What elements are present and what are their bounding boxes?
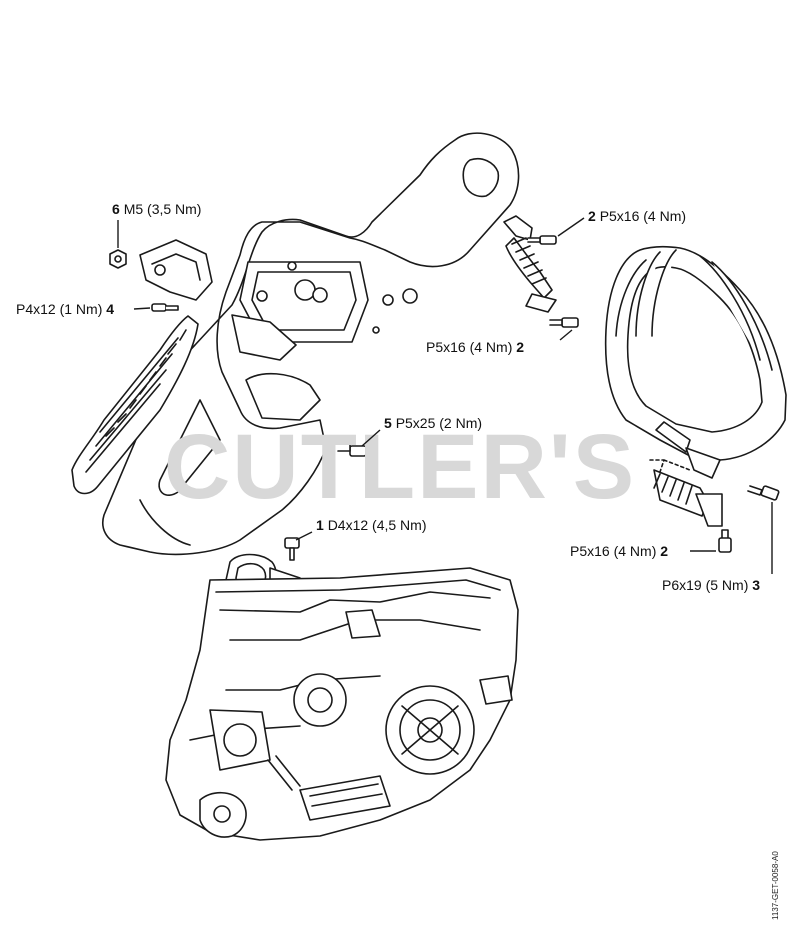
callout-number: 1 <box>316 517 324 533</box>
callout-3: P6x19 (5 Nm) 3 <box>662 577 760 593</box>
p5x16-screw-upper <box>527 235 557 245</box>
callout-1: 1 D4x12 (4,5 Nm) <box>316 517 427 533</box>
callout-label: P6x19 (5 Nm) <box>662 577 749 593</box>
m5-nut <box>109 249 127 269</box>
side-rail <box>71 315 199 495</box>
p5x16-screw-lower <box>549 317 579 328</box>
callout-number: 2 <box>660 543 669 559</box>
document-id: 1137-GET-0058-A0 <box>771 851 780 920</box>
callout-number: 5 <box>384 415 392 431</box>
d4x12-screw <box>284 537 300 561</box>
callout-label: P5x25 (2 Nm) <box>395 415 483 431</box>
watermark-text: CUTLER'S <box>164 422 636 512</box>
callout-number: 4 <box>106 301 115 317</box>
callout-2-rear-lower: P5x16 (4 Nm) 2 <box>426 339 524 355</box>
callout-5: 5 P5x25 (2 Nm) <box>384 415 482 431</box>
callout-label: D4x12 (4,5 Nm) <box>327 517 427 533</box>
callout-label: P5x16 (4 Nm) <box>599 208 687 224</box>
callout-number: 3 <box>752 577 761 593</box>
callout-number: 6 <box>112 201 120 217</box>
engine-crankcase <box>165 567 519 841</box>
p5x25-screw <box>337 443 367 457</box>
p5x16-screw-front <box>718 529 732 553</box>
callout-label: P5x16 (4 Nm) <box>426 339 513 355</box>
antivibration-spring-rear <box>503 215 557 313</box>
callout-2-rear-upper: 2 P5x16 (4 Nm) <box>588 208 686 224</box>
front-handlebar <box>604 245 787 479</box>
callout-number: 2 <box>516 339 525 355</box>
p6x19-screw <box>747 485 780 501</box>
callout-label: P4x12 (1 Nm) <box>16 301 103 317</box>
callout-number: 2 <box>588 208 596 224</box>
callout-4: P4x12 (1 Nm) 4 <box>16 301 114 317</box>
p4x12-screw <box>151 303 179 312</box>
callout-label: M5 (3,5 Nm) <box>123 201 202 217</box>
callout-label: P5x16 (4 Nm) <box>570 543 657 559</box>
rear-handle-housing <box>102 132 520 556</box>
callout-6: 6 M5 (3,5 Nm) <box>112 201 201 217</box>
watermark: CUTLER'S <box>164 422 636 512</box>
antivibration-spring-front <box>649 459 723 527</box>
callout-2-front: P5x16 (4 Nm) 2 <box>570 543 668 559</box>
cover-plate <box>139 239 213 301</box>
